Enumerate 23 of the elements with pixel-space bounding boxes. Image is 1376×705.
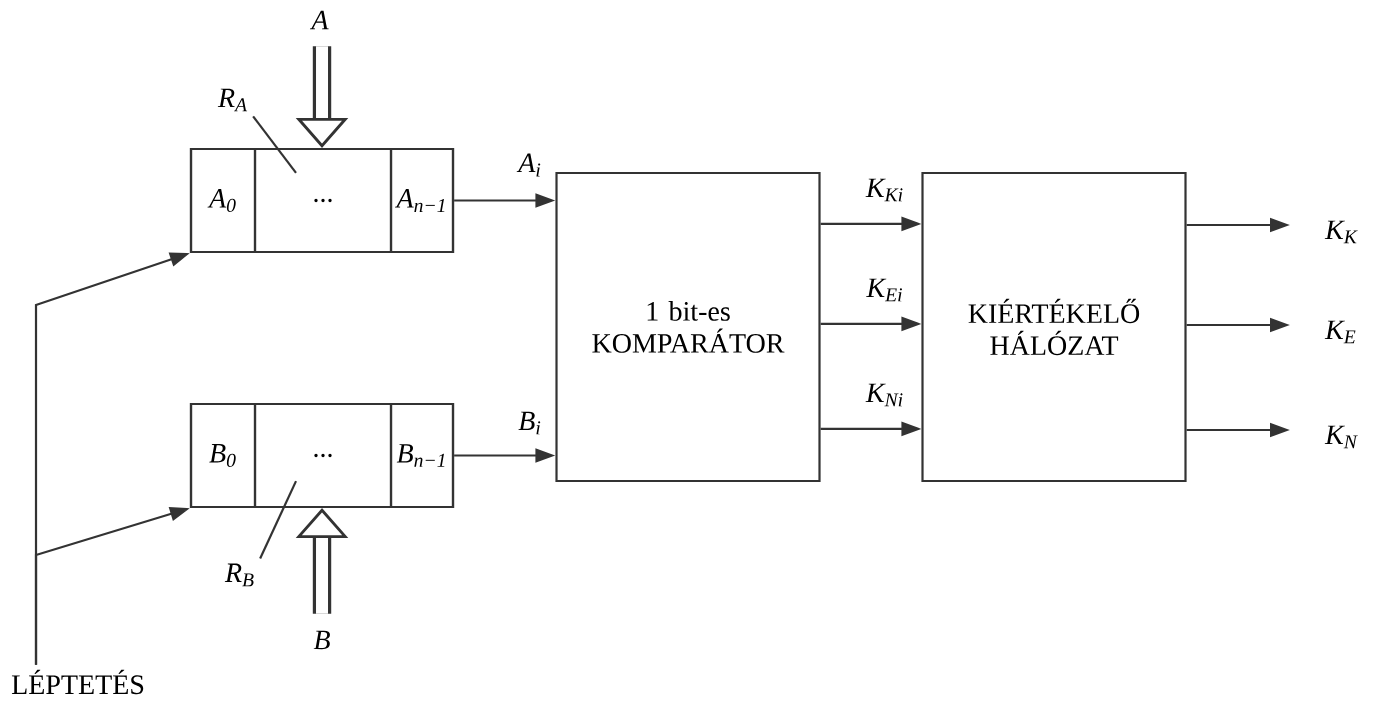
edge-label: B$_{i}$ [518, 411, 541, 435]
leader-line [259, 480, 297, 559]
register-cell: A$_{0}$ [189, 147, 257, 254]
bus-label: B [313, 630, 330, 650]
register-label: R$_{B}$ [224, 563, 254, 587]
register-cell: B$_{n−1}$ [389, 402, 455, 509]
bus-label: A [309, 10, 329, 30]
output-label: K$_{E}$ [1324, 320, 1356, 344]
leader-line [252, 115, 297, 174]
register-label: R$_{A}$ [217, 88, 248, 112]
network-box: KIÉRTÉKELŐ HÁLÓZAT [921, 171, 1187, 483]
output-label: K$_{K}$ [1324, 220, 1358, 244]
edge-label: K$_{Ei}$ [866, 278, 902, 302]
control-label: LÉPTETÉS [11, 669, 144, 695]
comparator-box: 1 bit-es KOMPARÁTOR [555, 171, 821, 483]
register-cell: ... [253, 402, 393, 509]
register-cell: ... [253, 147, 393, 254]
register-cell: A$_{n−1}$ [389, 147, 455, 254]
output-label: K$_{N}$ [1324, 425, 1358, 449]
register-cell: B$_{0}$ [189, 402, 257, 509]
edge-label: K$_{Ki}$ [865, 178, 903, 202]
edge-label: K$_{Ni}$ [865, 383, 903, 407]
edge-label: A$_{i}$ [516, 153, 541, 177]
